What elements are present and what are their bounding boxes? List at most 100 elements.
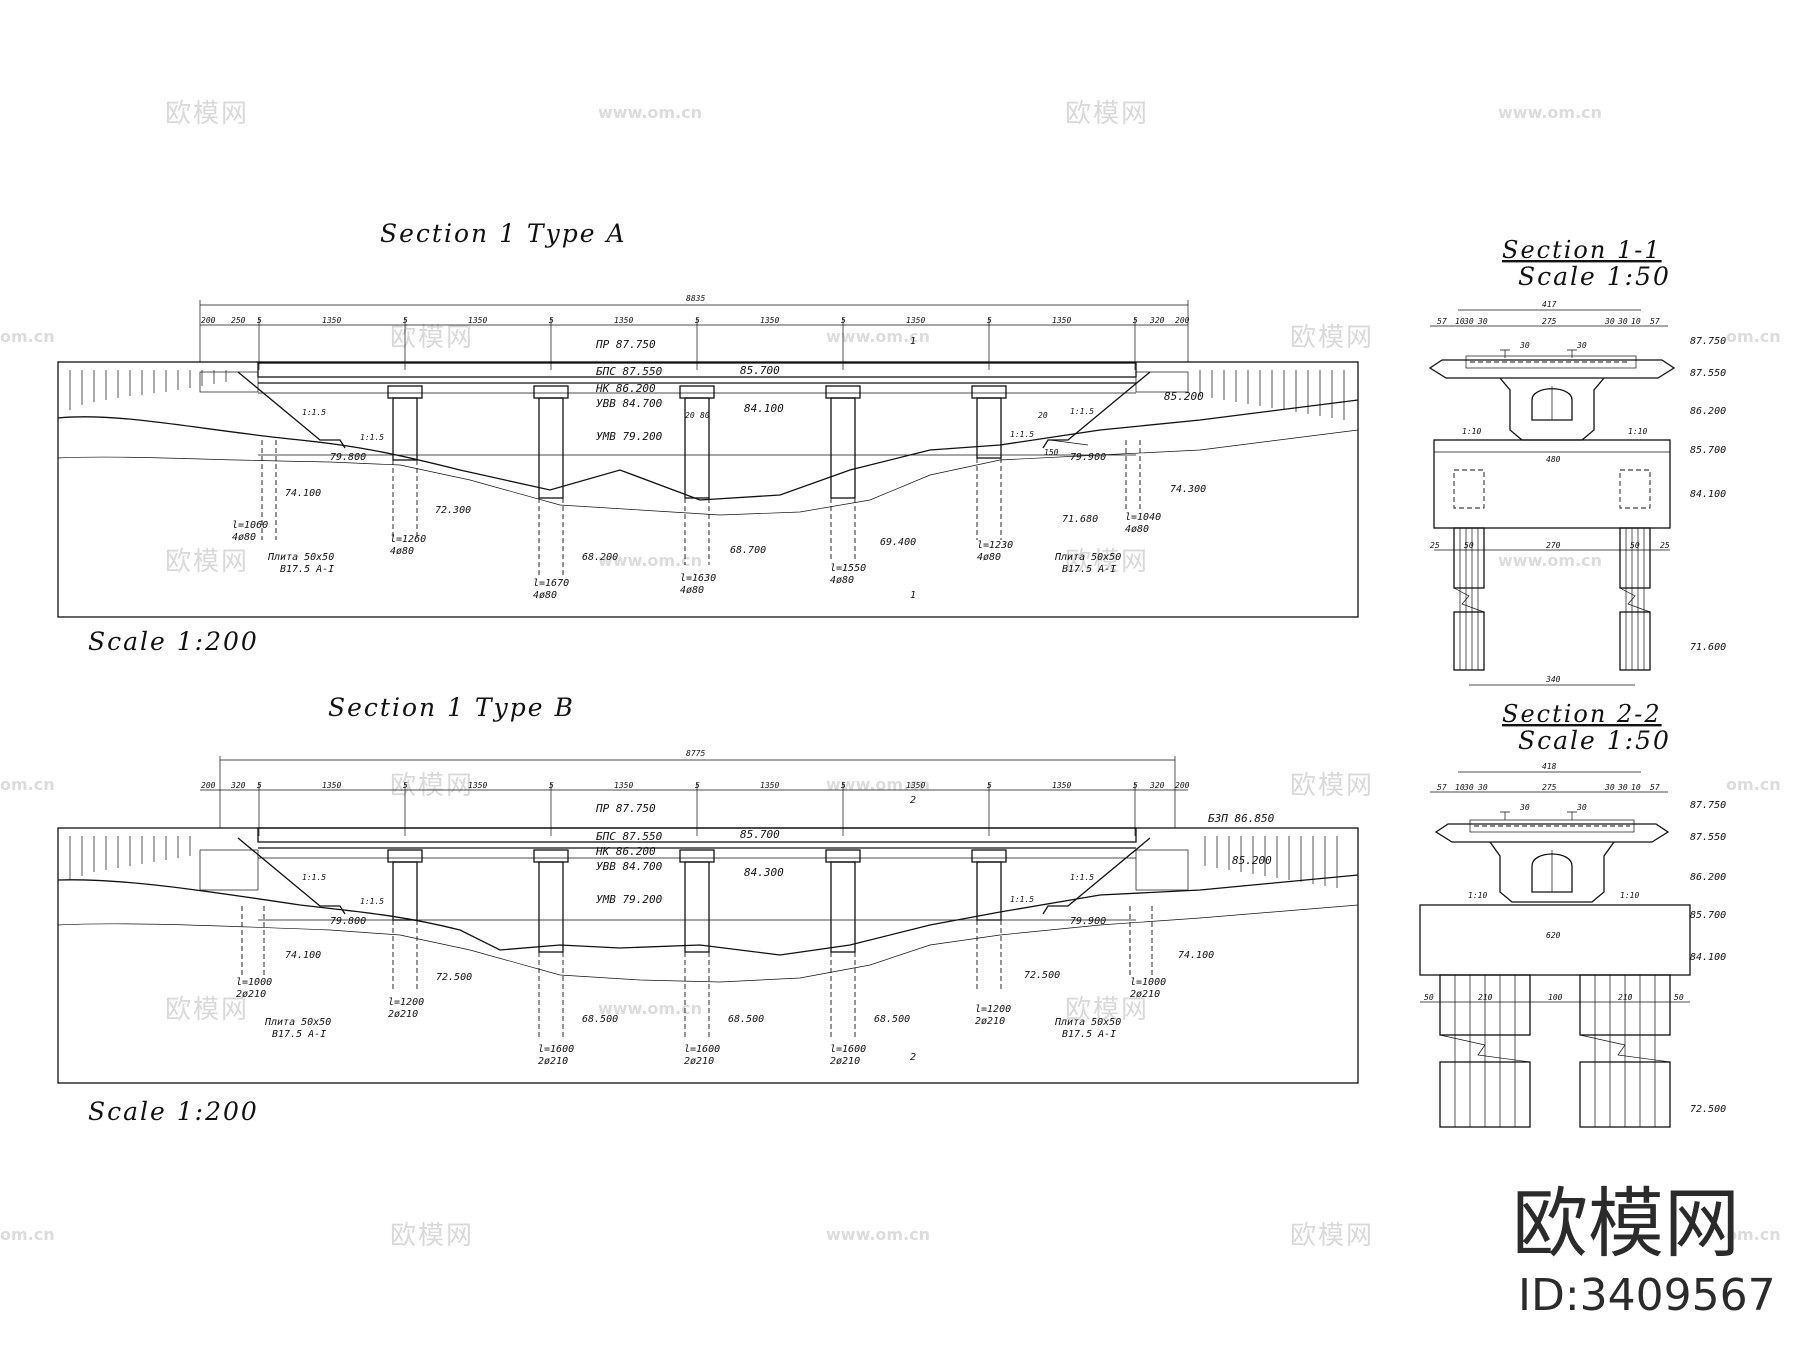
watermark-logo: 欧模网 (1065, 995, 1149, 1025)
level-label: ПР 87.750 (595, 338, 656, 351)
slope-label: 1:1.5 (1070, 873, 1094, 882)
level-label: БЗП 86.850 (1208, 812, 1275, 825)
dim-label: 5 (841, 781, 846, 790)
dim-label: 30 (1604, 317, 1615, 326)
slab-label: Плита 50х50 (264, 1017, 331, 1028)
elevation-label: 87.750 (1690, 336, 1726, 347)
dim-label: 1350 (614, 781, 633, 790)
dim-label: 1350 (1052, 316, 1071, 325)
elevation-label: 86.200 (1690, 872, 1726, 883)
dim-label: 5 (695, 316, 700, 325)
slope-label: 1:1.5 (360, 433, 384, 442)
level-label: БПС 87.550 (596, 365, 663, 378)
dim-label: 5 (695, 781, 700, 790)
section-22-piles: 50 210 100 210 50 (1420, 974, 1690, 1128)
watermark-logo: 欧模网 (1290, 1221, 1374, 1251)
slab-label: В17.5 А-I (1062, 1029, 1116, 1040)
ground-label: 74.300 (1170, 484, 1206, 495)
pile-label: 2ø210 (1130, 989, 1160, 1000)
pile-label: 2ø210 (975, 1016, 1005, 1027)
section-11-title: Section 1-1 (1502, 236, 1662, 264)
watermark-url-edge: om.cn (0, 327, 55, 346)
ground-label: 79.800 (330, 916, 366, 927)
dim-label: 5 (257, 316, 262, 325)
pile-label: 4ø80 (232, 532, 256, 543)
pile-label: l=1670 (533, 578, 569, 589)
pile-label: 2ø210 (684, 1056, 714, 1067)
section-a-piers (387, 385, 1007, 499)
level-label: НК 86.200 (595, 845, 656, 858)
level-label: 84.300 (744, 866, 784, 879)
watermark-logo: 欧模网 (1065, 547, 1149, 577)
dim-label: 10 (1455, 783, 1465, 792)
pile-label: l=1060 (232, 520, 268, 531)
section-1-1: Section 1-1 Scale 1:50 417 57 10 30 30 2… (1428, 236, 1726, 686)
slab-label: Плита 50х50 (267, 552, 334, 563)
section-22-dims: 418 57 10 30 30 275 30 30 10 57 (1430, 762, 1668, 793)
ground-label: 72.500 (436, 972, 472, 983)
dim-label: 5 (403, 316, 408, 325)
section-a-labels: ПР 87.750 БПС 87.550 НК 86.200 УВВ 84.70… (232, 336, 1206, 601)
level-label: БПС 87.550 (596, 830, 663, 843)
small-dim-label: 150 (1044, 448, 1059, 457)
dim-label: 5 (987, 316, 992, 325)
watermark-logo: 欧模网 (1290, 323, 1374, 353)
watermark-url-edge: om.cn (1726, 1225, 1781, 1244)
section-type-a: Section 1 Type A Scale 1:200 8835 200 25… (57, 219, 1359, 656)
dim-label: 210 (1478, 993, 1493, 1002)
pile-label: l=1600 (684, 1044, 720, 1055)
ground-label: 68.500 (728, 1014, 764, 1025)
slope-label: 1:1.5 (1070, 407, 1094, 416)
dim-label: 270 (1546, 541, 1561, 550)
dim-label: 1350 (322, 316, 341, 325)
section-22-elevations: 87.750 87.550 86.200 85.700 84.100 72.50… (1690, 800, 1726, 1115)
section-11-piles: 25 50 270 50 25 340 (1430, 527, 1670, 686)
dim-label: 30 (1463, 317, 1474, 326)
slope-label: 1:1.5 (1010, 430, 1034, 439)
dim-label: 100 (1548, 993, 1563, 1002)
mark-label: 30 (1519, 803, 1530, 812)
dim-label: 30 (1617, 783, 1628, 792)
section-11-scale: Scale 1:50 (1518, 262, 1671, 291)
section-a-piles (261, 440, 1141, 575)
ground-label: 68.200 (582, 552, 618, 563)
section-a-overall-dim: 8835 (686, 294, 705, 303)
dim-label: 5 (257, 781, 262, 790)
pile-label: 4ø80 (977, 552, 1001, 563)
section-a-surface-hatching (69, 370, 1345, 420)
section-b-title: Section 1 Type B (328, 693, 575, 722)
section-b-ground-profile (57, 874, 1359, 983)
slab-label: В17.5 А-I (280, 564, 334, 575)
brand-id-text: ID:3409567 (1518, 1270, 1776, 1321)
ground-label: 74.100 (1178, 950, 1214, 961)
watermark-logo: 欧模网 (1290, 771, 1374, 801)
dim-label: 200 (201, 781, 216, 790)
elevation-label: 71.600 (1690, 642, 1726, 653)
watermark-logo: 欧模网 (165, 99, 249, 129)
elevation-label: 84.100 (1690, 952, 1726, 963)
level-label: 85.200 (1232, 854, 1272, 867)
dim-label: 5 (549, 316, 554, 325)
slope-label: 1:10 (1462, 427, 1481, 436)
ground-label: 68.500 (582, 1014, 618, 1025)
watermark-logo: 欧模网 (165, 547, 249, 577)
section-11-dims: 417 57 10 30 30 275 30 30 10 57 (1430, 300, 1668, 327)
dim-label: 1350 (322, 781, 341, 790)
pile-label: l=1200 (975, 1004, 1011, 1015)
dim-label: 340 (1545, 675, 1561, 684)
section-a-dimension-chain: 8835 200 250 5 1350 5 1350 5 1350 5 1350… (199, 294, 1190, 370)
level-label: ПР 87.750 (595, 802, 656, 815)
ground-label: 68.700 (730, 545, 766, 556)
dim-label: 10 (1631, 317, 1641, 326)
pile-label: 2ø210 (830, 1056, 860, 1067)
elevation-label: 87.550 (1690, 832, 1726, 843)
dim-label: 5 (403, 781, 408, 790)
pile-label: 4ø80 (830, 575, 854, 586)
cut-mark-label: 2 (910, 795, 916, 806)
dim-label: 418 (1542, 762, 1557, 771)
dim-label: 620 (1546, 931, 1561, 940)
section-22-title: Section 2-2 (1502, 700, 1662, 728)
elevation-label: 87.750 (1690, 800, 1726, 811)
dim-label: 30 (1617, 317, 1628, 326)
ground-label: 79.900 (1070, 916, 1106, 927)
